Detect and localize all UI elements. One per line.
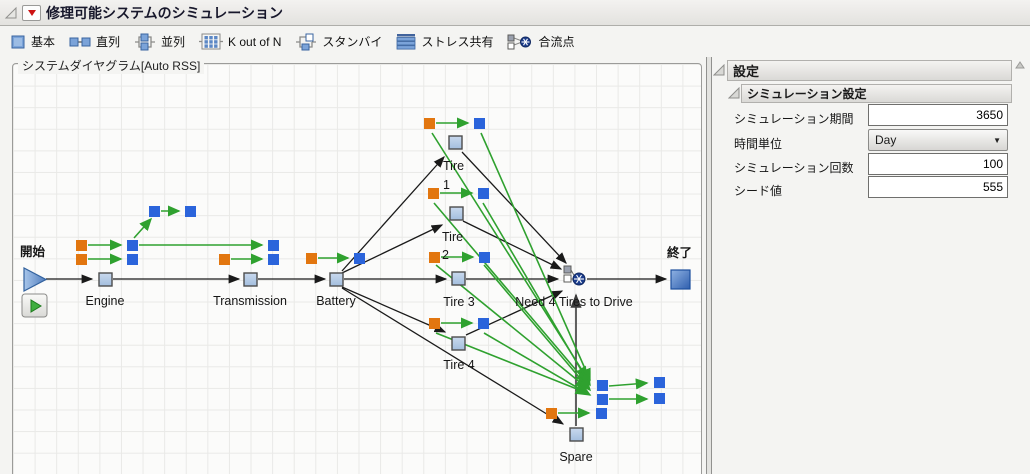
label-battery: Battery: [316, 294, 356, 308]
basic-block-icon: [11, 35, 25, 48]
node-tire2[interactable]: [449, 206, 464, 221]
toolbar-button-series[interactable]: 直列: [69, 33, 120, 50]
outline-disclosure-icon[interactable]: [4, 6, 18, 20]
label-tire4: Tire 4: [443, 358, 475, 372]
junction-icon: [507, 34, 532, 49]
simulation-period-input[interactable]: [868, 104, 1008, 126]
simulation-settings-disclosure-icon[interactable]: [728, 87, 740, 99]
simulation-count-input[interactable]: [868, 153, 1008, 175]
simulation-settings-header[interactable]: シミュレーション設定: [741, 84, 1012, 103]
node-transmission[interactable]: [243, 272, 258, 287]
node-tire1[interactable]: [448, 135, 463, 150]
toolbar-button-stress-sharing[interactable]: ストレス共有: [396, 33, 493, 50]
label-simulation-period: シミュレーション期間: [734, 112, 854, 126]
label-tire1-line1: Tire: [443, 159, 464, 173]
run-simulation-button[interactable]: [21, 293, 48, 318]
system-diagram-canvas: 開始 終了 Engine Transmission Battery Tire 1…: [20, 117, 692, 464]
node-tire4[interactable]: [451, 336, 466, 351]
node-start[interactable]: [23, 267, 48, 292]
time-unit-select[interactable]: Day ▼: [868, 129, 1008, 151]
play-icon: [30, 299, 42, 313]
page-title: 修理可能システムのシミュレーション: [46, 4, 284, 21]
system-connectors: [46, 151, 668, 425]
label-tire2-line2: 2: [442, 248, 449, 262]
label-end: 終了: [667, 245, 692, 260]
standby-icon: [296, 33, 317, 50]
toolbar-button-basic[interactable]: 基本: [10, 33, 55, 50]
red-triangle-menu-button[interactable]: [22, 4, 41, 21]
label-tire2-line1: Tire: [442, 230, 463, 244]
toolbar-button-parallel[interactable]: 並列: [134, 33, 185, 51]
node-end[interactable]: [670, 269, 691, 290]
label-spare: Spare: [559, 450, 592, 464]
toolbar-button-junction[interactable]: 合流点: [507, 33, 574, 50]
block-toolbar: 基本 直列 並列 K out of N: [0, 27, 1030, 56]
toolbar-button-k-out-of-n[interactable]: K out of N: [199, 33, 281, 50]
seed-value-input[interactable]: [868, 176, 1008, 198]
collapse-grip-icon[interactable]: [1014, 59, 1026, 71]
failure-event-markers: [76, 118, 557, 419]
label-tire1-line2: 1: [443, 178, 450, 192]
node-engine[interactable]: [98, 272, 113, 287]
simulation-event-arrows: [88, 117, 649, 419]
label-simulation-count: シミュレーション回数: [734, 161, 854, 175]
settings-panel: 設定 シミュレーション設定 シミュレーション期間 時間単位 Day ▼ シミュレ…: [712, 57, 1030, 474]
node-spare[interactable]: [569, 427, 584, 442]
node-tire3[interactable]: [451, 271, 466, 286]
series-icon: [69, 37, 91, 46]
node-junction[interactable]: [563, 265, 586, 286]
label-time-unit: 時間単位: [734, 137, 783, 151]
repair-event-markers: [127, 118, 665, 419]
node-battery[interactable]: [329, 272, 344, 287]
stress-sharing-icon: [397, 34, 416, 50]
label-engine: Engine: [86, 294, 125, 308]
label-seed-value: シード値: [734, 184, 783, 198]
report-title-bar: 修理可能システムのシミュレーション: [0, 0, 1030, 26]
panel-splitter[interactable]: [706, 57, 712, 474]
label-tire3: Tire 3: [443, 295, 475, 309]
label-junction: Need 4 Tires to Drive: [515, 295, 632, 309]
system-diagram-panel: [12, 63, 702, 474]
toolbar-button-standby[interactable]: スタンバイ: [295, 33, 382, 51]
parallel-icon: [135, 33, 156, 50]
label-transmission: Transmission: [213, 294, 287, 308]
settings-header[interactable]: 設定: [727, 60, 1012, 81]
label-start: 開始: [20, 244, 46, 259]
chevron-down-icon: ▼: [993, 135, 1001, 145]
diagram-legend: システムダイヤグラム[Auto RSS]: [18, 57, 205, 74]
red-triangle-icon: [27, 9, 36, 16]
k-out-of-n-icon: [199, 33, 224, 50]
settings-disclosure-icon[interactable]: [713, 64, 725, 76]
